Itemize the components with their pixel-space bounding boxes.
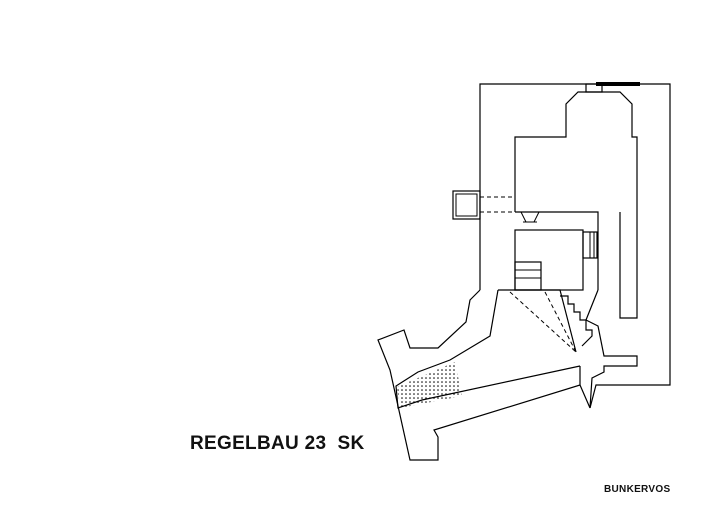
stepped-wall xyxy=(560,295,593,347)
credit-label: BUNKERVOS xyxy=(604,484,671,495)
roof-plate xyxy=(596,82,640,86)
chamber-neck xyxy=(520,211,540,223)
right-casemate-wall xyxy=(585,289,638,409)
embrasure-opening xyxy=(397,362,462,408)
outer-rear-wall xyxy=(479,83,671,409)
fire-arc-left xyxy=(509,291,577,353)
entrance-block xyxy=(452,190,481,220)
gun-room-wall xyxy=(498,289,577,353)
casemate-outer-wall xyxy=(377,289,591,461)
combat-room xyxy=(514,229,584,291)
ammo-locker xyxy=(514,261,542,291)
plan-title: REGELBAU 23 SK xyxy=(190,433,365,454)
fire-arc-right xyxy=(544,291,577,353)
upper-chamber-wall xyxy=(514,91,638,319)
entrance-inner xyxy=(455,193,478,217)
middle-chamber-wall xyxy=(515,211,599,290)
